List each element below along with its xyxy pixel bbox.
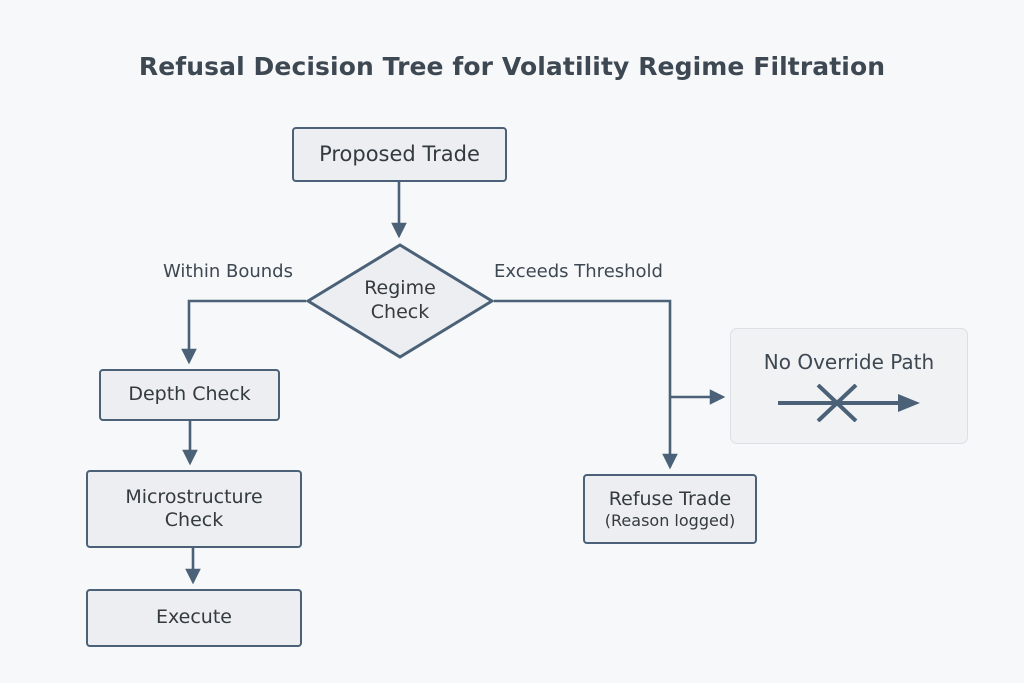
node-execute[interactable]: Execute [86, 589, 302, 647]
node-label-line2: Check [370, 301, 430, 323]
node-label-line1: Refuse Trade [608, 487, 732, 510]
node-label: Depth Check [128, 383, 251, 406]
edge-regime-to-refuse [494, 299, 678, 470]
crossed-out-arrow-icon [778, 384, 920, 422]
node-label: Proposed Trade [319, 141, 480, 166]
panel-no-override-path: No Override Path [730, 328, 968, 444]
node-depth-check[interactable]: Depth Check [99, 369, 280, 421]
edge-label-within-bounds: Within Bounds [163, 261, 293, 282]
node-label: Execute [156, 606, 232, 629]
edge-regime-to-depth [181, 299, 306, 365]
page-title: Refusal Decision Tree for Volatility Reg… [138, 52, 886, 81]
node-label-line1: Regime [364, 277, 436, 300]
node-label-line2: (Reason logged) [604, 510, 736, 530]
node-regime-check[interactable]: Regime Check [306, 243, 494, 359]
panel-title: No Override Path [763, 350, 935, 374]
diamond-shape [306, 243, 494, 359]
node-label-line1: Microstructure [125, 485, 263, 508]
node-microstructure-check[interactable]: Microstructure Check [86, 470, 302, 548]
node-proposed-trade[interactable]: Proposed Trade [292, 127, 507, 182]
node-label-group: Regime Check [306, 243, 494, 359]
edge-label-exceeds-threshold: Exceeds Threshold [494, 261, 663, 282]
node-refuse-trade[interactable]: Refuse Trade (Reason logged) [583, 474, 757, 544]
node-label-line2: Check [164, 509, 224, 531]
